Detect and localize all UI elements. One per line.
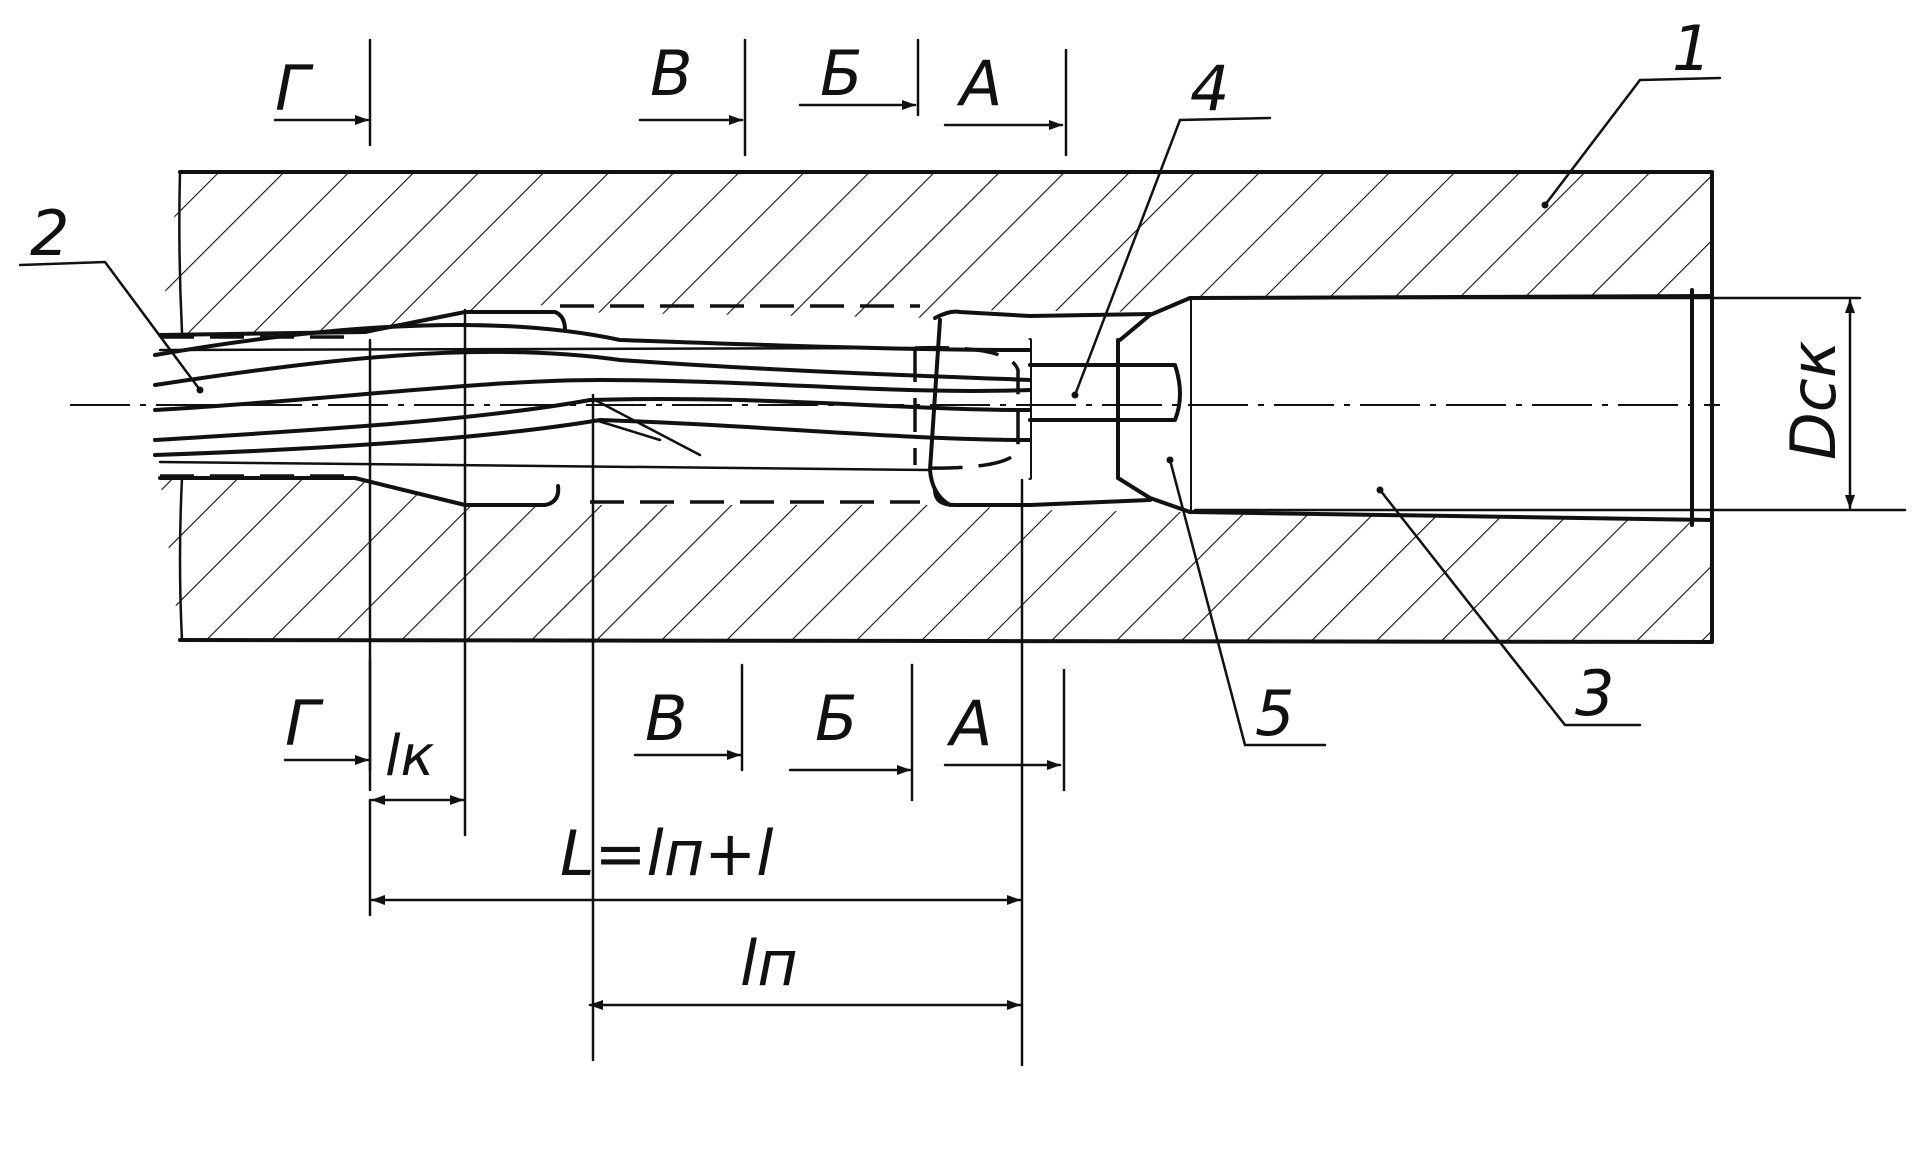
dimension-label-lp: lп <box>740 927 798 1000</box>
section-label-v-top: В <box>650 37 693 110</box>
section-label-g-top: Г <box>275 52 314 125</box>
dimension-label-dsk: Dск <box>1777 340 1850 460</box>
reamer-tool <box>153 322 1182 457</box>
channel-outline <box>158 309 1152 507</box>
section-label-v-bottom: В <box>645 682 688 755</box>
dimension-label-L: L=lп+l <box>560 817 773 890</box>
part-number-1: 1 <box>1672 12 1711 85</box>
part-number-2: 2 <box>30 197 69 270</box>
part-number-5: 5 <box>1255 677 1294 750</box>
section-label-b-bottom: Б <box>815 682 858 755</box>
bore-cavity <box>1188 288 1714 527</box>
body-outline <box>178 170 1714 644</box>
hidden-lines <box>160 304 1020 504</box>
section-arrows <box>273 100 1064 775</box>
section-label-g-bottom: Г <box>285 687 324 760</box>
body-left-break <box>178 170 184 642</box>
part-number-3: 3 <box>1575 657 1614 730</box>
section-label-a-bottom: А <box>946 687 992 760</box>
inner-channel <box>160 312 1030 505</box>
body-upper-wall <box>160 170 1712 335</box>
dimension-lines <box>368 296 1907 1010</box>
part-number-4: 4 <box>1190 52 1229 125</box>
leader-lines <box>18 76 1722 747</box>
body-lower-wall <box>160 478 1712 642</box>
section-label-b-top: Б <box>820 37 863 110</box>
section-lines <box>368 38 1068 1067</box>
section-label-a-top: А <box>956 47 1002 120</box>
dimension-label-lk: lк <box>385 724 435 789</box>
